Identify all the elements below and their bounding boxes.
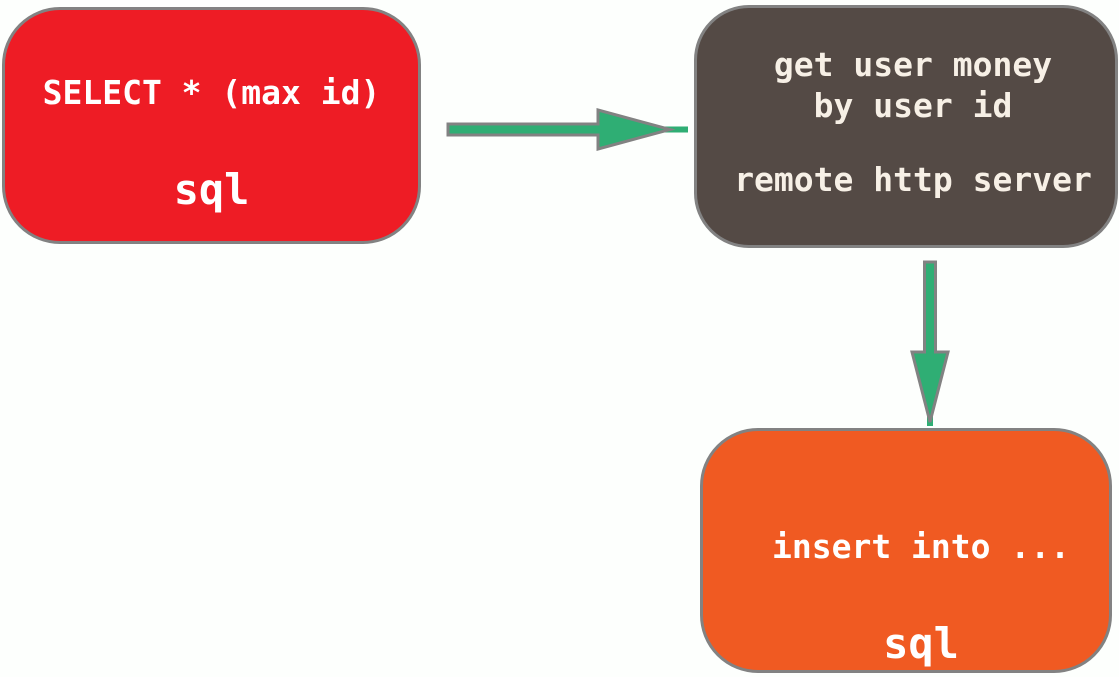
- arrow-down-head: [910, 260, 950, 423]
- node-insert-sql: insert into ... sql: [700, 428, 1112, 673]
- node-insert-sql-query-text: insert into ...: [771, 527, 1070, 566]
- arrow-right-icon: [446, 108, 688, 151]
- node-http-line-2: by user id: [813, 86, 1013, 125]
- node-remote-http-server: get user money by user id remote http se…: [694, 5, 1118, 248]
- node-http-line-3: remote http server: [734, 160, 1092, 199]
- node-select-sql-query-text: SELECT * (max id): [42, 73, 381, 112]
- arrow-right-head: [446, 108, 676, 151]
- node-select-sql-label: sql: [173, 165, 250, 214]
- node-insert-sql-label: sql: [883, 619, 959, 668]
- node-select-sql: SELECT * (max id) sql: [2, 7, 421, 244]
- arrow-down-icon: [910, 260, 950, 426]
- node-http-line-1: get user money: [773, 45, 1053, 84]
